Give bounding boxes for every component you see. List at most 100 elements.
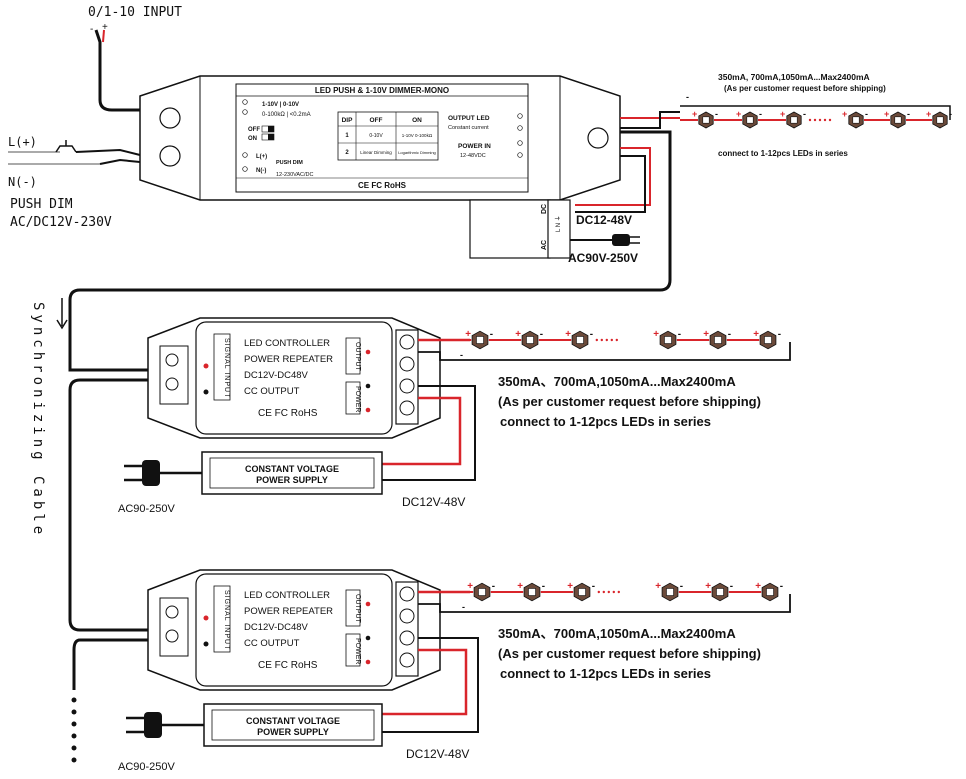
led-lens (852, 116, 860, 124)
repeater-2: SIGNAL INPUT LED CONTROLLER POWER REPEAT… (147, 569, 441, 691)
dip-row1-on: 1-10V 0-100kΩ (402, 133, 433, 138)
chain-ellipsis-dot (813, 118, 817, 122)
dimmer-output-sub: Constant current (448, 125, 489, 131)
led-lens (764, 336, 772, 344)
chain-ellipsis-dot (597, 590, 600, 594)
dimmer-term-range: 12-230VAC/DC (276, 172, 314, 178)
r2-psu-line2: POWER SUPPLY (257, 727, 329, 737)
top-led-minus: - (686, 92, 689, 102)
r2-line-1: LED CONTROLLER (244, 590, 330, 601)
adapter-lne: L N ⏚ (555, 215, 562, 232)
led-plus-sign: + (465, 329, 471, 340)
top-led-spec: 350mA, 700mA,1050mA...Max2400mA (718, 72, 870, 82)
dimmer-power-red (575, 147, 651, 206)
r1-line-3: DC12V-DC48V (244, 370, 309, 381)
r2-series: connect to 1-12pcs LEDs in series (500, 666, 711, 681)
dimmer-term-neutral: N(-) (256, 168, 266, 174)
dim-input-label: 0/1-10 INPUT (88, 5, 182, 20)
push-wire (75, 148, 141, 156)
sync-cable-1 (68, 130, 672, 372)
r2-cert: CE FC RoHS (258, 660, 318, 671)
led-plus-sign: + (780, 109, 785, 119)
dimmer-power-sub: 12-48VDC (460, 153, 486, 159)
chain-ellipsis-dot (808, 118, 812, 122)
led-lens (666, 588, 674, 596)
adapter-ac-label: AC90V-250V (568, 251, 638, 265)
continuation-dots (71, 697, 77, 763)
r1-note: (As per customer request before shipping… (498, 394, 761, 409)
led-minus-sign: - (590, 329, 593, 340)
led-plus-sign: + (703, 329, 709, 340)
led-minus-sign: - (907, 109, 910, 119)
led-minus-sign: - (678, 329, 681, 340)
led-minus-sign: - (490, 329, 493, 340)
led-lens (714, 336, 722, 344)
led-plus-sign: + (653, 329, 659, 340)
led-plus-sign: + (755, 581, 761, 592)
dimmer-title: LED PUSH & 1-10V DIMMER-MONO (315, 86, 449, 95)
dimmer-power-black (575, 155, 646, 213)
led-plus-sign: + (736, 109, 741, 119)
top-led-note: (As per customer request before shipping… (724, 84, 886, 93)
chain-ellipsis-dot (595, 338, 598, 342)
dimmer-term-live: L(+) (256, 154, 267, 160)
dip-row1-num: 1 (345, 133, 349, 139)
adapter-dc-side: DC (541, 204, 548, 214)
r2-output-label: OUTPUT (354, 594, 361, 624)
dimmer-term-2: 0-100kΩ | <0.2mA (262, 112, 311, 118)
r2-line-3: DC12V-DC48V (244, 622, 309, 633)
r1-psu-line1: CONSTANT VOLTAGE (245, 464, 339, 474)
adapter-ac-side: AC (541, 240, 548, 250)
chain-ellipsis-dot (823, 118, 827, 122)
r1-series: connect to 1-12pcs LEDs in series (500, 414, 711, 429)
dip-row2-num: 2 (345, 150, 349, 156)
r2-power-label: POWER (354, 638, 361, 664)
led-minus-sign: - (865, 109, 868, 119)
r2-spec: 350mA、700mA,1050mA...Max2400mA (498, 626, 736, 641)
r1-cert: CE FC RoHS (258, 408, 318, 419)
led-plus-sign: + (567, 581, 573, 592)
led-minus-sign: - (780, 581, 783, 592)
chain-ellipsis-dot (612, 590, 615, 594)
r1-out-return (418, 342, 791, 361)
led-lens (528, 588, 536, 596)
led-plus-sign: + (884, 109, 889, 119)
led-plus-sign: + (705, 581, 711, 592)
sync-label-text: Synchronizing Cable (30, 302, 46, 538)
chain-ellipsis-dot (600, 338, 603, 342)
led-minus-sign: - (680, 581, 683, 592)
dim-wire-red (102, 29, 105, 43)
chain-ellipsis-dot (615, 338, 618, 342)
led-minus-sign: - (715, 109, 718, 119)
r1-signal-label: SIGNAL INPUT (223, 338, 230, 398)
led-minus-sign: - (949, 109, 952, 119)
mount-hole-left-top (159, 107, 181, 129)
chain-ellipsis-dot (605, 338, 608, 342)
dimmer-term-pushdim: PUSH DIM (276, 160, 303, 166)
r2-psu-red (382, 648, 468, 716)
r2-ac-label: AC90-250V (118, 761, 176, 773)
led-plus-sign: + (692, 109, 697, 119)
sync-cable-3 (72, 638, 160, 690)
led-minus-sign: - (803, 109, 806, 119)
led-lens (576, 336, 584, 344)
dimmer-term-on: ON (248, 136, 257, 142)
chain-ellipsis-dot (607, 590, 610, 594)
led-lens (936, 116, 944, 124)
led-plus-sign: + (565, 329, 571, 340)
r1-line-4: CC OUTPUT (244, 386, 300, 397)
led-plus-sign: + (655, 581, 661, 592)
led-lens (664, 336, 672, 344)
chain-ellipsis-dot (602, 590, 605, 594)
led-plus-sign: + (753, 329, 759, 340)
led-plus-sign: + (467, 581, 473, 592)
led-lens (716, 588, 724, 596)
led-lens (766, 588, 774, 596)
top-led-return-wire (680, 105, 951, 120)
led-lens (476, 336, 484, 344)
r1-psu-line2: POWER SUPPLY (256, 475, 328, 485)
dip-header-on: ON (412, 117, 422, 124)
chain-ellipsis-dot (610, 338, 613, 342)
dip-row2-on: Logarithmic Dimming (398, 150, 436, 155)
